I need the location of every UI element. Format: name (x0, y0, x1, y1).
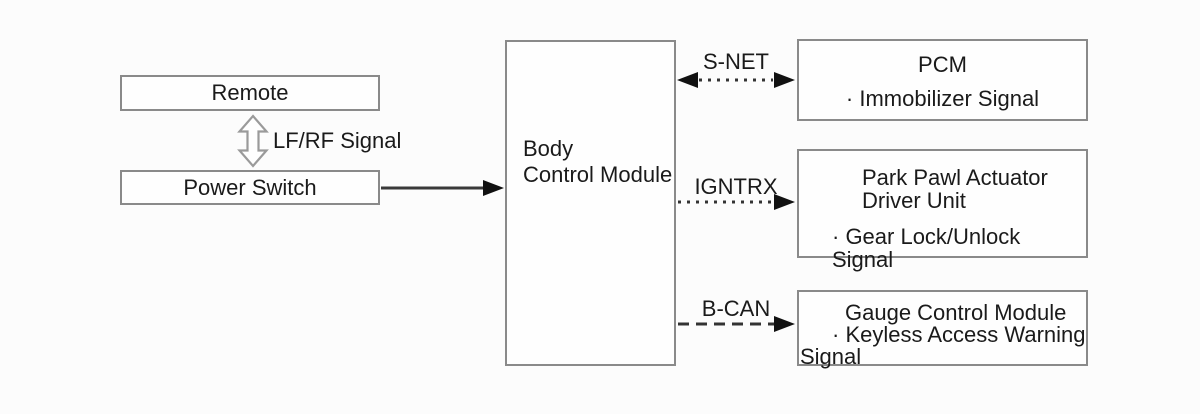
b-can-label: B-CAN (701, 296, 771, 321)
gear-lock-unlock-signal: · Gear Lock/Unlock Signal (832, 224, 1021, 272)
gauge-control-module-box: Gauge Control Module · Keyless Access Wa… (797, 290, 1088, 369)
pcm-box: PCM · Immobilizer Signal (797, 39, 1088, 121)
power-to-bcm-arrow (381, 180, 504, 196)
park-pawl-title-line2: Driver Unit (862, 188, 966, 213)
power-switch-box: Power Switch (120, 170, 380, 205)
keyless-access-warning-line1: · Keyless Access Warning (832, 322, 1086, 347)
remote-label: Remote (211, 80, 289, 105)
lf-rf-double-arrow-icon (237, 114, 269, 168)
igntrx-label: IGNTRX (694, 174, 778, 199)
pcm-immobilizer-signal: · Immobilizer Signal (845, 86, 1040, 111)
remote-box: Remote (120, 75, 380, 111)
keyless-access-warning-line2: Signal (800, 344, 862, 369)
pcm-title: PCM (918, 52, 967, 77)
power-switch-label: Power Switch (183, 174, 317, 200)
bcm-label-line2: Control Module (523, 162, 673, 187)
s-net-label: S-NET (703, 49, 769, 74)
park-pawl-title: Park Pawl Actuator Driver Unit (862, 166, 1086, 212)
bcm-label-line1: Body (523, 136, 574, 161)
park-pawl-title-line1: Park Pawl Actuator (862, 165, 1048, 190)
gauge-title: Gauge Control Module (845, 300, 1067, 325)
body-control-module-label: Body Control Module (523, 136, 672, 188)
park-pawl-actuator-box: Park Pawl Actuator Driver Unit · Gear Lo… (797, 149, 1088, 271)
body-control-module-box: Body Control Module (505, 40, 676, 366)
lf-rf-signal-label: LF/RF Signal (273, 128, 402, 153)
